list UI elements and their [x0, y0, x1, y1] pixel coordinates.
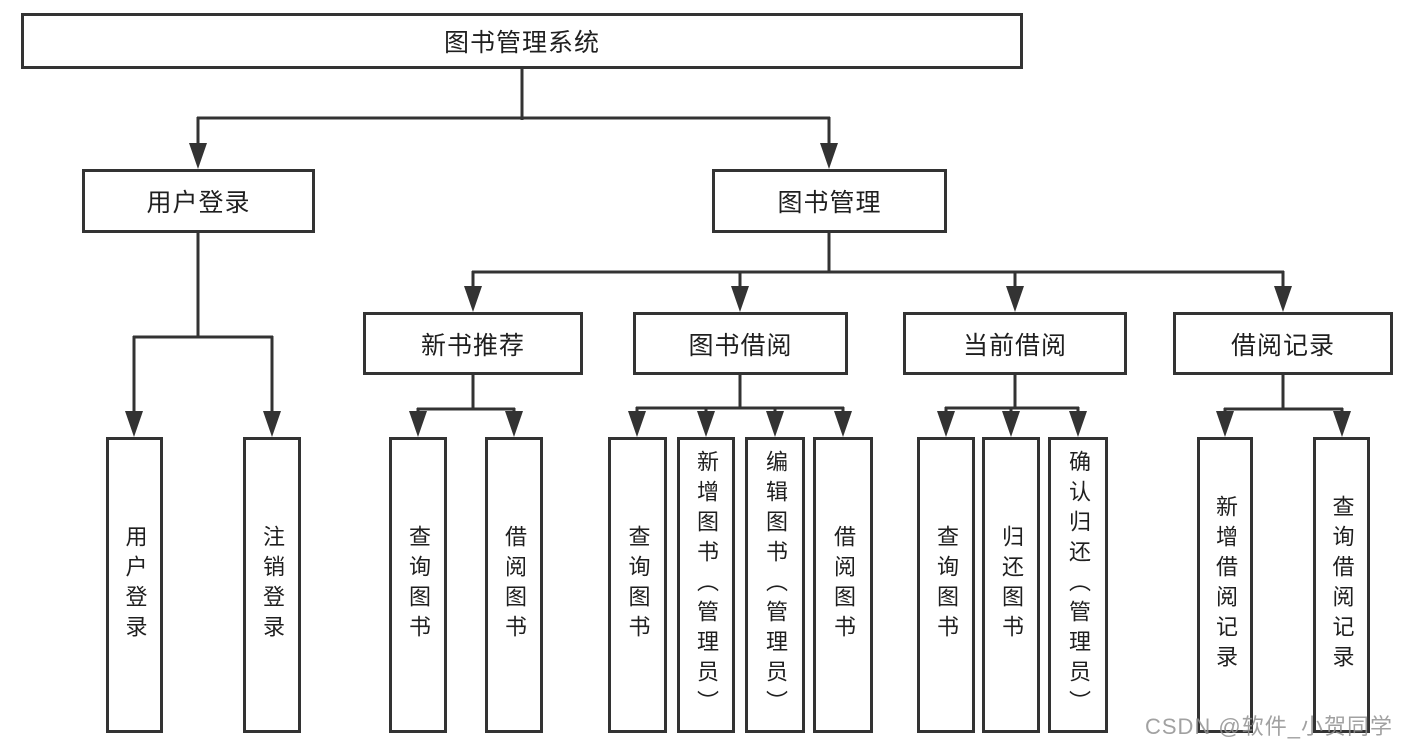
leaf-edit-book-admin-label: 编辑图书（管理员）	[763, 450, 788, 720]
node-new-book-recommendation: 新书推荐	[363, 312, 583, 375]
leaf-borrow-books-recommend-label: 借阅图书	[502, 525, 527, 645]
leaf-logout: 注销登录	[243, 437, 301, 733]
leaf-borrow-books-recommend: 借阅图书	[485, 437, 543, 733]
csdn-watermark: CSDN @软件_小贺同学	[1144, 714, 1393, 739]
leaf-query-books-current: 查询图书	[917, 437, 975, 733]
leaf-query-books-borrowing: 查询图书	[608, 437, 667, 733]
leaf-borrow-books-borrowing: 借阅图书	[813, 437, 873, 733]
leaf-query-books-recommend: 查询图书	[389, 437, 447, 733]
node-book-management: 图书管理	[712, 169, 947, 233]
leaf-borrow-books-borrowing-label: 借阅图书	[831, 525, 856, 645]
leaf-query-borrow-record-label: 查询借阅记录	[1329, 495, 1355, 675]
leaf-confirm-return-admin-label: 确认归还（管理员）	[1066, 450, 1091, 720]
leaf-add-book-admin: 新增图书（管理员）	[677, 437, 735, 733]
node-library-management-system: 图书管理系统	[21, 13, 1023, 69]
leaf-confirm-return-admin: 确认归还（管理员）	[1048, 437, 1108, 733]
leaf-query-books-borrowing-label: 查询图书	[625, 525, 651, 645]
leaf-user-login-label: 用户登录	[122, 525, 148, 645]
leaf-query-books-current-label: 查询图书	[934, 525, 959, 645]
leaf-edit-book-admin: 编辑图书（管理员）	[745, 437, 805, 733]
leaf-query-borrow-record: 查询借阅记录	[1313, 437, 1370, 733]
connector-arrowheads	[125, 143, 1351, 437]
node-current-borrowing: 当前借阅	[903, 312, 1127, 375]
node-user-login: 用户登录	[82, 169, 315, 233]
leaf-add-borrow-record-label: 新增借阅记录	[1213, 495, 1238, 675]
leaf-add-book-admin-label: 新增图书（管理员）	[694, 450, 719, 720]
leaf-logout-label: 注销登录	[260, 525, 285, 645]
leaf-query-books-recommend-label: 查询图书	[406, 525, 431, 645]
node-book-borrowing: 图书借阅	[633, 312, 848, 375]
leaf-add-borrow-record: 新增借阅记录	[1197, 437, 1253, 733]
leaf-return-books-label: 归还图书	[999, 525, 1024, 645]
leaf-user-login: 用户登录	[106, 437, 163, 733]
leaf-return-books: 归还图书	[982, 437, 1040, 733]
node-borrowing-records: 借阅记录	[1173, 312, 1393, 375]
connector-lines	[132, 69, 1344, 413]
